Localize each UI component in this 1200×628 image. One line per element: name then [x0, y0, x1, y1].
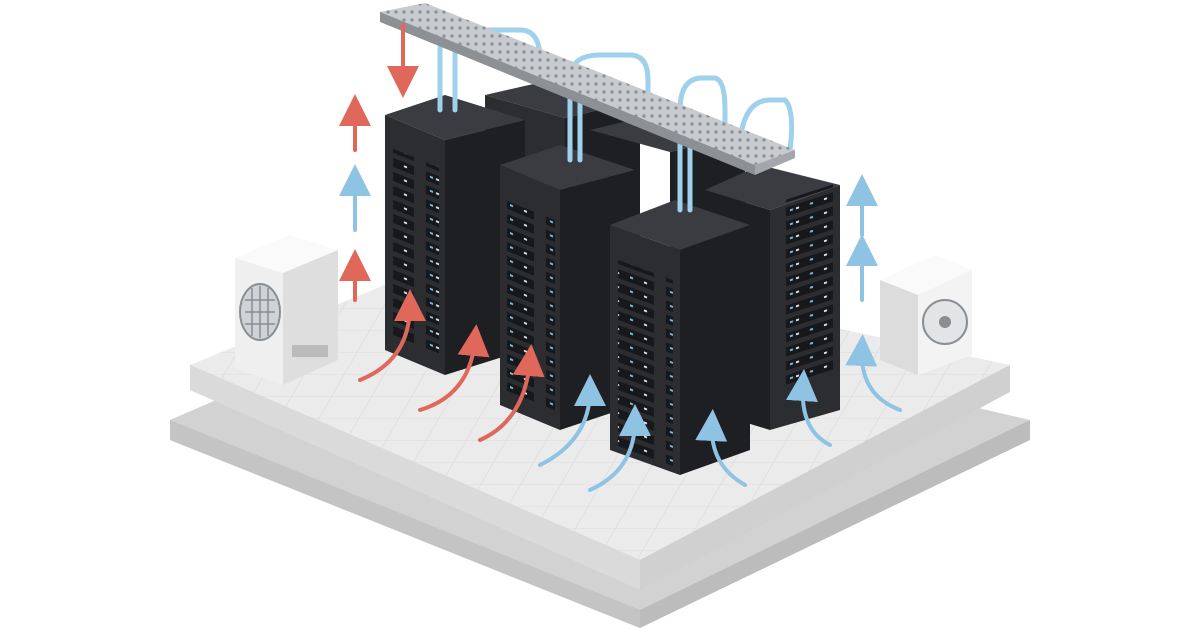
- cable-tray-icon: [380, 3, 795, 175]
- server-rack-icon: [610, 200, 750, 475]
- air-conditioner-icon: [880, 255, 972, 375]
- hot-air-arrow-icon: [339, 23, 545, 442]
- air-conditioner-icon: [235, 235, 338, 385]
- cold-air-arrow-icon: [339, 164, 902, 492]
